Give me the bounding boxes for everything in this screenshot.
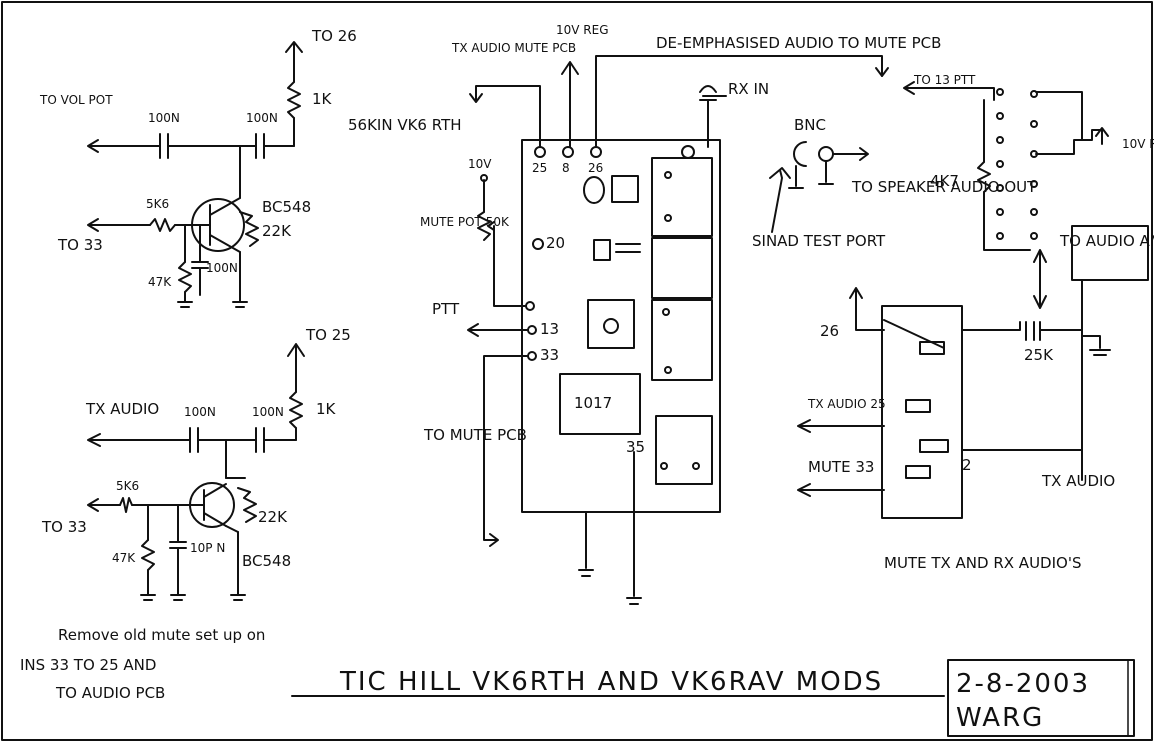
label-bottom-r-47k: 47K <box>112 551 136 565</box>
label-to-vol-pot: TO VOL POT <box>39 93 113 107</box>
label-to-13-ptt: TO 13 PTT <box>913 73 976 87</box>
label-top-cap-out: 100N <box>246 111 278 125</box>
label-pin-35: 35 <box>626 438 645 456</box>
label-to-mute-pcb: TO MUTE PCB <box>423 426 527 444</box>
label-mute-33: MUTE 33 <box>808 458 874 476</box>
label-10v: 10V <box>468 157 492 171</box>
label-pin-25: 25 <box>532 161 547 175</box>
label-bottom-r-22k: 22K <box>258 508 288 526</box>
label-bottom-c-10p: 10P N <box>190 541 225 555</box>
label-tx-audio-25: TX AUDIO 25 <box>807 397 886 411</box>
label-bottom-to-33: TO 33 <box>41 518 87 536</box>
label-to-audio-amp: TO AUDIO AMP <box>1059 232 1154 250</box>
title-box <box>947 659 1135 737</box>
note-line-1: Remove old mute set up on <box>58 626 265 644</box>
label-tx-audio-left: TX AUDIO <box>85 400 159 418</box>
label-chip-1017: 1017 <box>574 394 612 412</box>
label-bnc: BNC <box>794 116 826 134</box>
label-top-cap-in: 100N <box>148 111 180 125</box>
label-top-r-22k: 22K <box>262 222 292 240</box>
mute-pcb <box>797 81 1149 519</box>
sinad-bnc <box>769 141 869 233</box>
label-pin-26: 26 <box>588 161 603 175</box>
label-top-r-1k: 1K <box>312 90 333 108</box>
label-to-26: TO 26 <box>311 27 357 45</box>
label-pin-26-mute: 26 <box>820 322 839 340</box>
label-pin-20: 20 <box>546 234 565 252</box>
label-pin-2: 2 <box>962 456 972 474</box>
label-top-r-47k: 47K <box>148 275 172 289</box>
label-r-4k7: 4K7 <box>930 172 959 190</box>
label-to-25: TO 25 <box>305 326 351 344</box>
title-text: TIC HILL VK6RTH AND VK6RAV MODS <box>339 667 883 697</box>
title-org: WARG <box>956 703 1044 733</box>
label-tx-audio-mute-pcb: TX AUDIO MUTE PCB <box>451 41 576 55</box>
label-bottom-bc548: BC548 <box>242 552 291 570</box>
radio-board <box>467 55 889 605</box>
label-bottom-cap-in: 100N <box>184 405 216 419</box>
label-mute-pot: MUTE POT 50K <box>420 215 510 229</box>
label-r-25k: 25K <box>1024 346 1054 364</box>
label-bottom-cap-out: 100N <box>252 405 284 419</box>
top-audio-amp <box>87 41 303 308</box>
label-sinad-test-port: SINAD TEST PORT <box>752 232 886 250</box>
label-to-speaker: TO SPEAKER AUDIO OUT <box>851 178 1037 196</box>
bottom-audio-amp <box>87 343 305 601</box>
label-pin-8: 8 <box>562 161 570 175</box>
label-top-r-5k6: 5K6 <box>146 197 169 211</box>
label-top-r-note: 56KIN VK6 RTH <box>348 116 462 134</box>
note-line-3: TO AUDIO PCB <box>55 684 165 702</box>
label-mute-tx-rx: MUTE TX AND RX AUDIO'S <box>884 554 1081 572</box>
label-pin-33: 33 <box>540 346 559 364</box>
label-10v-reg-board: 10V REG <box>556 23 609 37</box>
label-tx-audio-right: TX AUDIO <box>1041 472 1115 490</box>
note-line-2: INS 33 TO 25 AND <box>20 656 156 674</box>
label-bottom-r-5k6: 5K6 <box>116 479 139 493</box>
label-top-bc548: BC548 <box>262 198 311 216</box>
label-bottom-r-1k: 1K <box>316 400 337 418</box>
label-10v-reg-mute: 10V REG <box>1122 137 1154 151</box>
label-pin-13: 13 <box>540 320 559 338</box>
label-top-c-100n: 100N <box>206 261 238 275</box>
label-de-emphasised-audio: DE-EMPHASISED AUDIO TO MUTE PCB <box>656 34 941 52</box>
label-top-to-33: TO 33 <box>57 236 103 254</box>
label-rx-in: RX IN <box>728 80 769 98</box>
title-date: 2-8-2003 <box>956 669 1090 699</box>
label-ptt: PTT <box>432 300 460 318</box>
